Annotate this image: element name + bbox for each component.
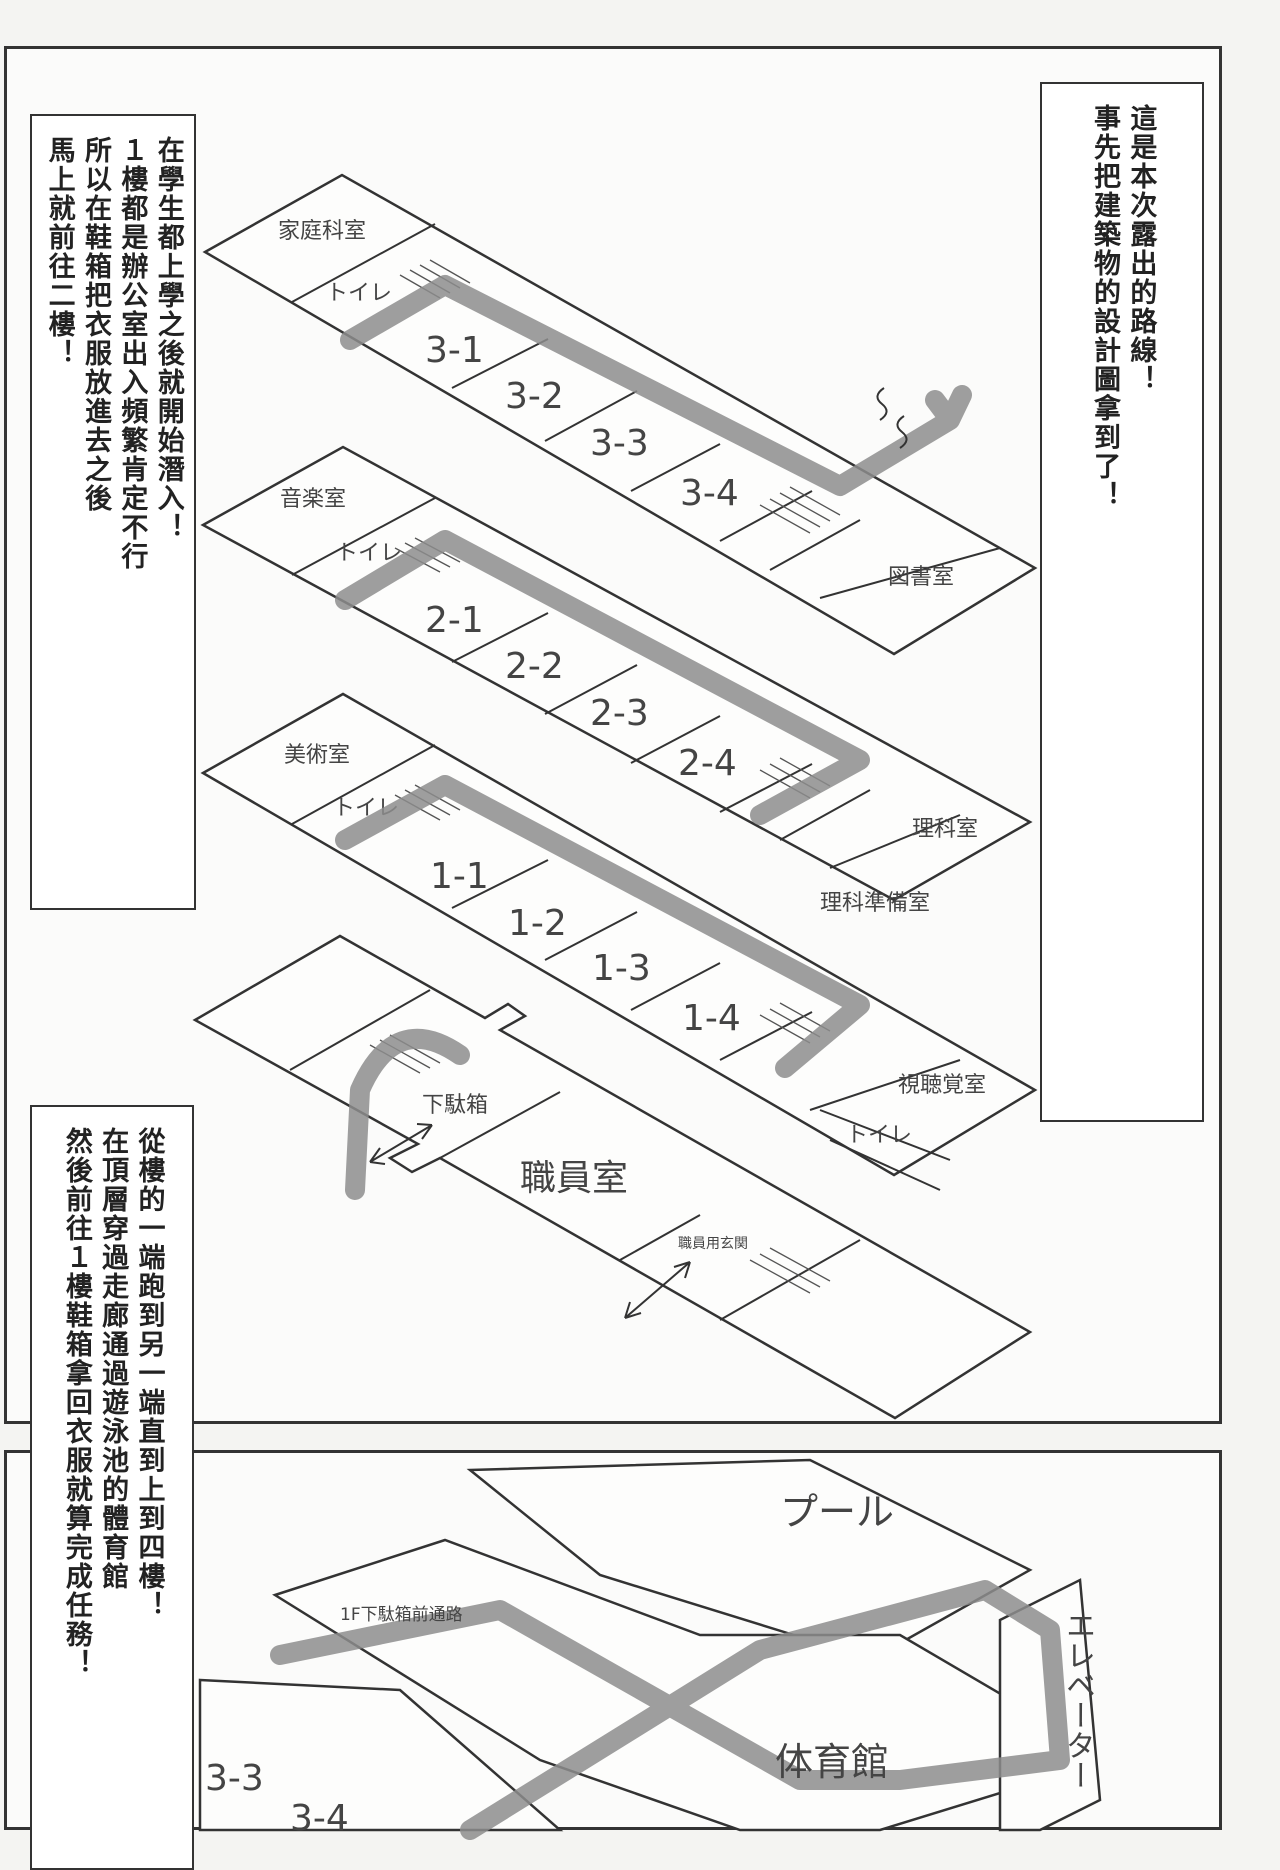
floor1-class-3: 1-3 [592,948,651,989]
floor2-class-2: 2-2 [505,646,564,687]
floor2-room-right: 理科室 [912,817,978,842]
floor3-room-right: 図書室 [888,565,954,590]
top-left-caption-line-3: 所以在鞋箱把衣服放進去之後 [80,136,111,513]
floor3-class-1: 3-1 [425,330,484,371]
ground-floor-plan: 下駄箱 職員室 職員用玄関 トイレ [192,934,1033,1420]
top-left-caption-box: 在學生都上學之後就開始潛入！ １樓都是辦公室出入頻繁肯定不行 所以在鞋箱把衣服放… [30,114,196,910]
ground-toilet-label: トイレ [846,1123,912,1148]
floor2-room-right2: 理科準備室 [820,891,930,916]
floor3-class-2: 3-2 [505,376,564,417]
floor3-class-3: 3-3 [590,423,649,464]
shoe-box-label: 下駄箱 [422,1093,488,1118]
top-right-caption-line-1: 這是本次露出的路線！ [1125,104,1157,394]
floor2-class-1: 2-1 [425,600,484,641]
floor3-toilet: トイレ [326,281,392,306]
floor2-class-4: 2-4 [678,743,737,784]
floor2-class-3: 2-3 [590,693,649,734]
floor1-room-right: 視聴覚室 [898,1073,986,1098]
floor3-room-left: 家庭科室 [278,219,366,244]
floor1-room-left: 美術室 [284,743,350,768]
floor1-class-2: 1-2 [508,903,567,944]
bottom-left-caption-line-2: 在頂層穿過走廊通過遊泳池的體育館 [97,1127,129,1591]
staff-entrance-label: 職員用玄関 [678,1235,748,1252]
floor1-class-1: 1-1 [430,856,489,897]
top-left-caption-line-2: １樓都是辦公室出入頻繁肯定不行 [116,136,148,571]
top-left-caption-line-4: 馬上就前往二樓！ [43,136,75,368]
escape-route-path [335,275,972,1200]
staff-room-label: 職員室 [520,1158,628,1199]
floor3-class-4: 3-4 [680,473,739,514]
elevator-label: エレベーター [1060,1610,1095,1790]
top-left-caption-line-1: 在學生都上學之後就開始潛入！ [152,136,184,542]
floor2-room-left: 音楽室 [280,487,346,512]
bottom-left-caption-line-1: 從樓的一端跑到另一端直到上到四樓！ [133,1127,165,1620]
bottom-left-caption-box: 從樓的一端跑到另一端直到上到四樓！ 在頂層穿過走廊通過遊泳池的體育館 然後前往１… [30,1105,194,1870]
floor1-class-4: 1-4 [682,998,741,1039]
top-right-caption-box: 這是本次露出的路線！ 事先把建築物的設計圖拿到了！ [1040,82,1204,1122]
route-break-mark-1 [876,387,908,449]
top-right-caption-line-2: 事先把建築物的設計圖拿到了！ [1089,104,1120,510]
bottom-left-caption-line-3: 然後前往１樓鞋箱拿回衣服就算完成任務！ [60,1127,92,1678]
